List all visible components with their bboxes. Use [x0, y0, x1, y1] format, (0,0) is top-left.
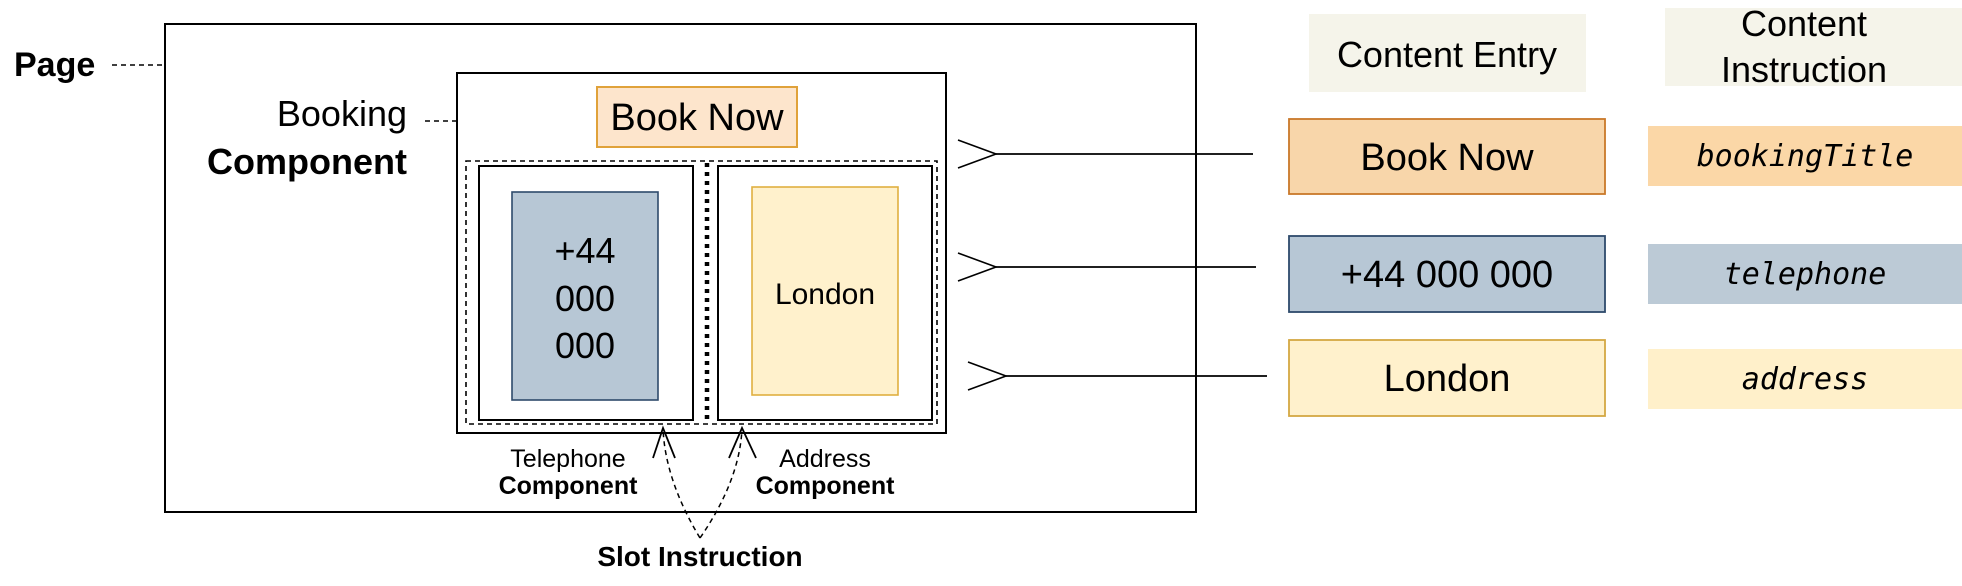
telephone-entry-text: +44 000 000 [1341, 254, 1553, 296]
content-instruction-header-bg [1665, 8, 1962, 86]
telephone-entry-box [1288, 235, 1606, 313]
booking-label-line1: Booking [277, 93, 407, 134]
slot-instruction-curve-left [662, 427, 701, 539]
page-label: Page [14, 46, 95, 84]
address-label-line2: Component [756, 472, 896, 500]
booking-title-instruction-box [1648, 126, 1962, 186]
address-value-text: London [775, 278, 875, 311]
telephone-value-line1: +44 [554, 230, 615, 271]
telephone-value-line2: 000 [555, 278, 615, 319]
page-frame [164, 23, 1197, 513]
address-entry-text: London [1384, 358, 1511, 400]
address-instruction-box [1648, 349, 1962, 409]
content-instruction-header-line2: Instruction [1721, 49, 1887, 90]
booking-title-instruction-text: bookingTitle [1697, 139, 1914, 174]
telephone-instruction-text: telephone [1724, 257, 1887, 292]
booking-title-text: Book Now [610, 97, 784, 139]
slot-instruction-curve-right [699, 427, 743, 539]
slot-instruction-arrowhead-right [728, 425, 757, 459]
content-entry-header-bg [1309, 14, 1586, 92]
address-value-box [751, 186, 899, 396]
content-entry-header: Content Entry [1337, 34, 1557, 75]
slot-instruction-label: Slot Instruction [597, 541, 802, 572]
booking-label-line2: Component [207, 141, 407, 182]
booking-title-entry-box [1288, 118, 1606, 195]
telephone-value-box [511, 191, 659, 401]
telephone-label-line2: Component [499, 472, 639, 500]
address-instruction-text: address [1742, 362, 1868, 397]
telephone-label-line1: Telephone [510, 445, 625, 473]
booking-title-entry-text: Book Now [1360, 137, 1534, 179]
slots-dashed-border [465, 160, 938, 425]
telephone-value-line3: 000 [555, 325, 615, 366]
booking-title-box [596, 86, 798, 148]
content-instruction-header-line1: Content [1741, 3, 1867, 44]
telephone-instruction-box [1648, 244, 1962, 304]
content-entry-rows: Book Now bookingTitle +44 000 000 telephone… [996, 118, 1962, 417]
slot-instruction-arrowhead-left [652, 425, 676, 459]
address-entry-box [1288, 339, 1606, 417]
address-label-line1: Address [779, 445, 871, 473]
